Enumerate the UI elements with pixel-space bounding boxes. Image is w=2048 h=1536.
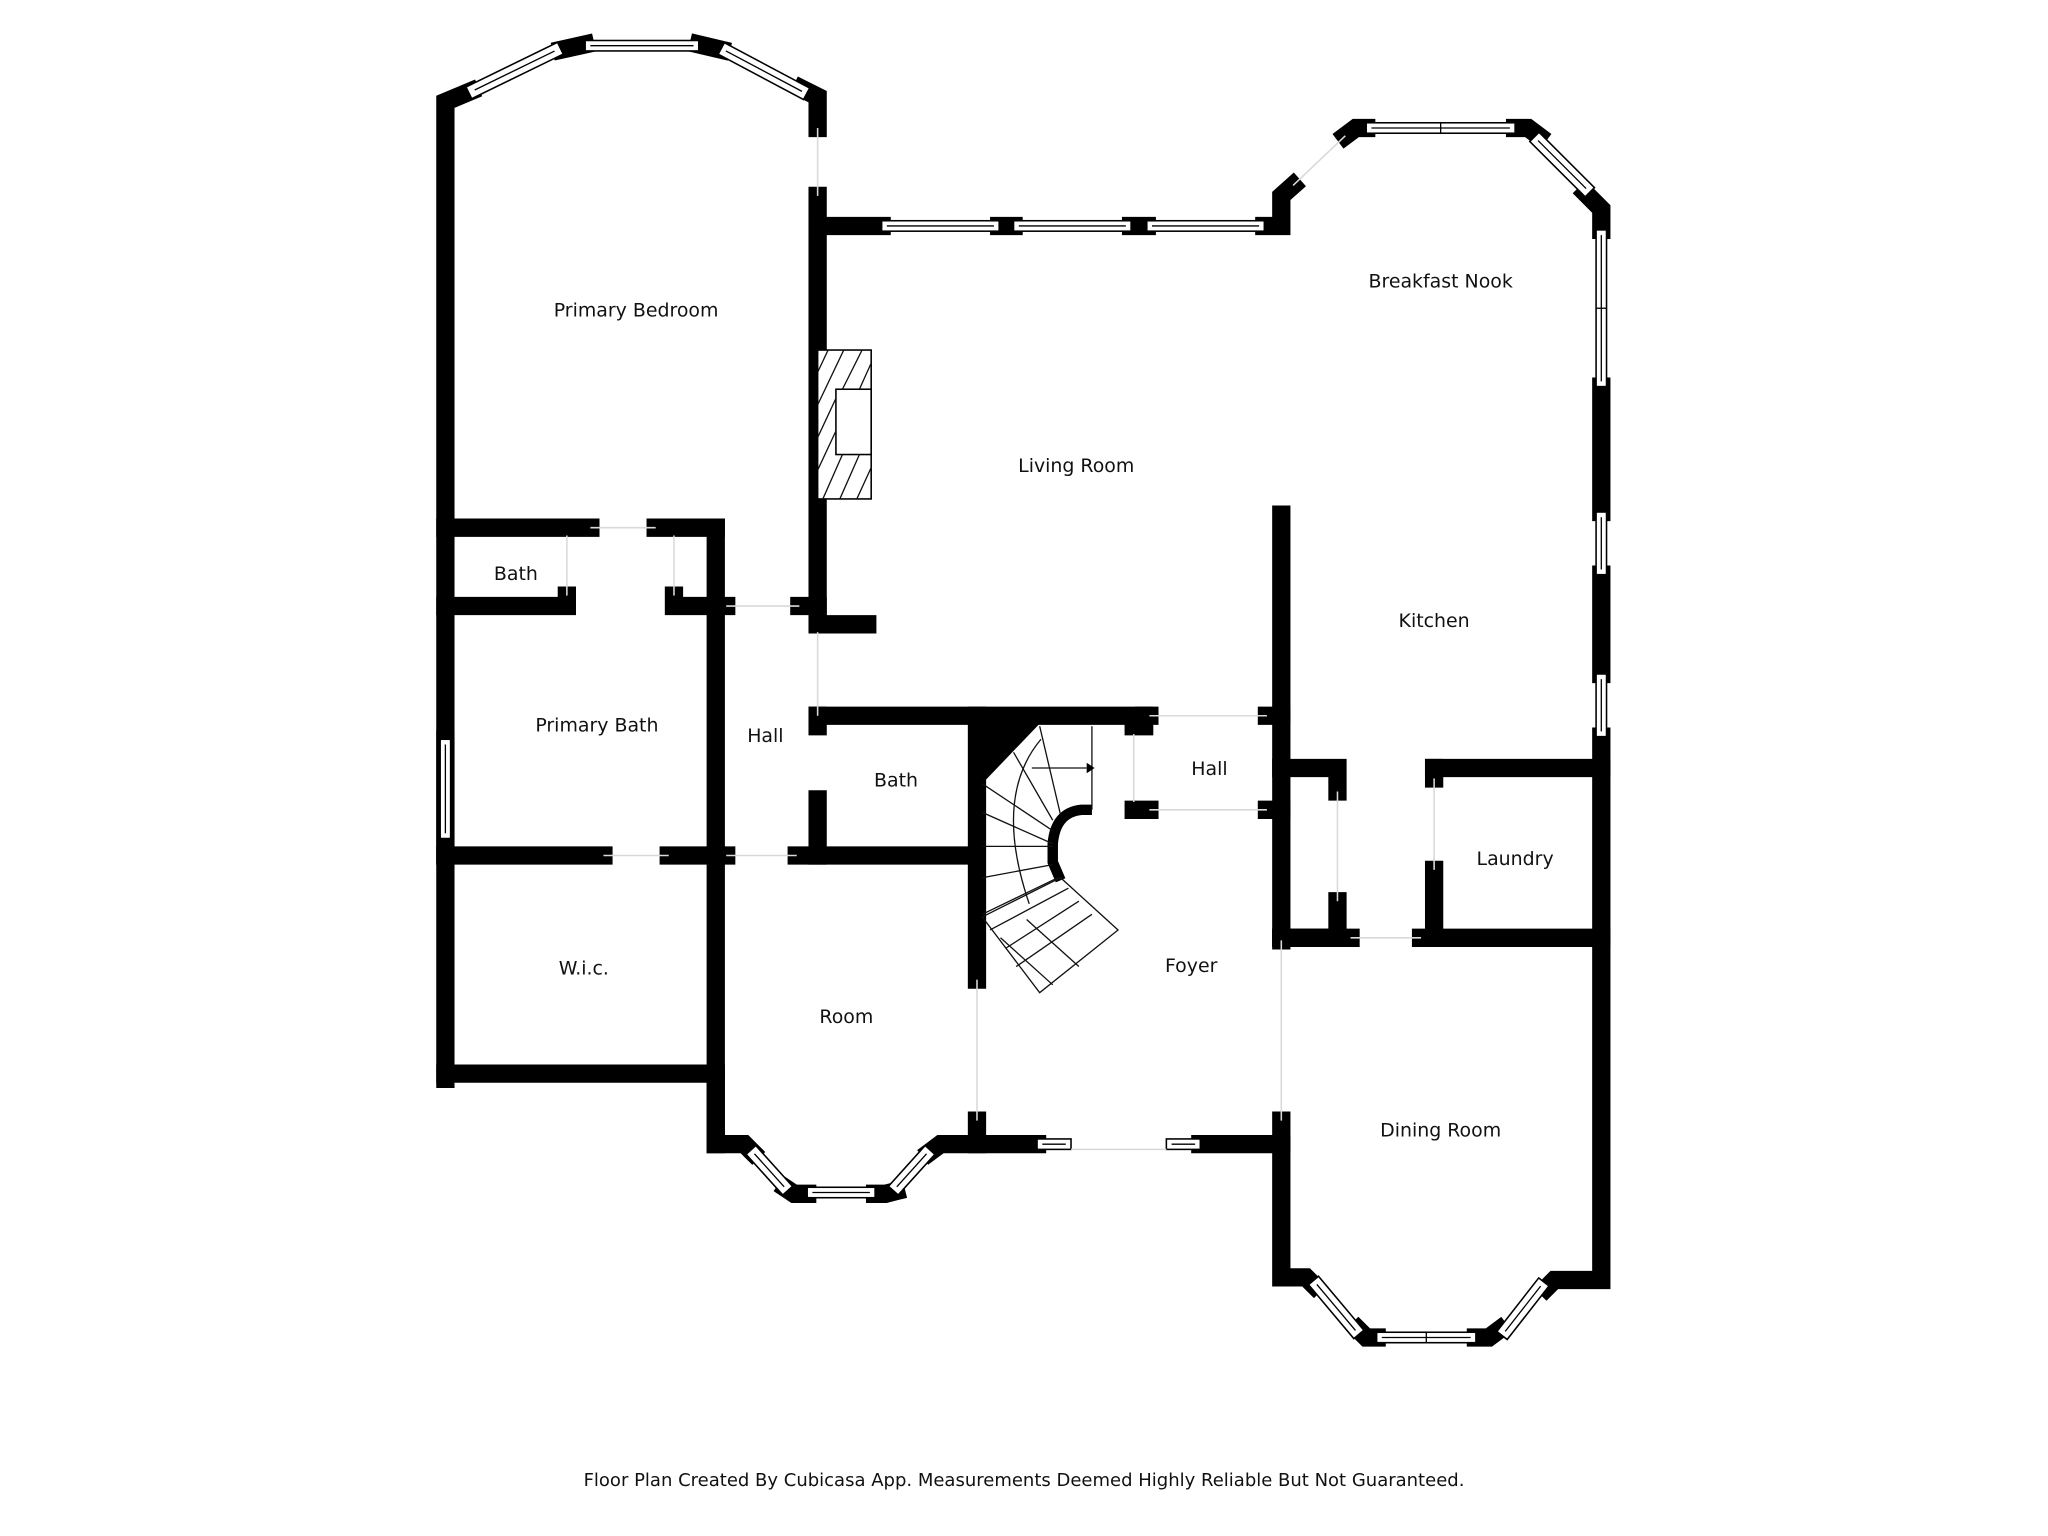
room-label-room: Room [819, 1006, 873, 1028]
fireplace-icon [816, 349, 872, 500]
room-label-bath: Bath [494, 563, 538, 585]
room-label-foyer: Foyer [1165, 955, 1218, 977]
window [1595, 511, 1608, 576]
window [439, 738, 452, 840]
room-label-hall: Hall [747, 725, 783, 747]
window [464, 41, 565, 100]
window [717, 41, 811, 101]
room-label-breakfast-nook: Breakfast Nook [1368, 271, 1512, 293]
window [880, 219, 1000, 232]
room-label-laundry: Laundry [1477, 848, 1554, 870]
window [1495, 1276, 1551, 1341]
room-label-primary-bath: Primary Bath [535, 715, 658, 737]
window [1145, 219, 1266, 232]
footer-disclaimer: Floor Plan Created By Cubicasa App. Meas… [583, 1470, 1465, 1491]
window [1375, 1331, 1477, 1344]
window [887, 1144, 936, 1197]
window [584, 39, 700, 52]
window [1307, 1275, 1365, 1340]
window [1595, 673, 1608, 738]
window [806, 1186, 876, 1199]
window [1165, 1138, 1202, 1151]
window [1528, 131, 1596, 199]
room-label-primary-bedroom: Primary Bedroom [554, 299, 719, 321]
room-label-wic: W.i.c. [559, 958, 609, 980]
staircase-icon [981, 726, 1120, 994]
stair-landing-fill [971, 723, 1040, 784]
window [1365, 121, 1516, 135]
room-label-kitchen: Kitchen [1399, 610, 1470, 632]
room-label-bath: Bath [874, 770, 918, 792]
door-openings [566, 127, 1435, 1151]
walls [436, 33, 1611, 1347]
window [744, 1144, 794, 1197]
window [1012, 219, 1132, 232]
room-label-dining-room: Dining Room [1380, 1120, 1501, 1142]
room-label-hall: Hall [1191, 758, 1227, 780]
room-label-living-room: Living Room [1018, 455, 1134, 477]
windows [439, 39, 1608, 1344]
room-labels: Primary Bedroom Living Room Breakfast No… [494, 271, 1554, 1142]
window [1595, 229, 1608, 388]
window [1036, 1138, 1072, 1151]
